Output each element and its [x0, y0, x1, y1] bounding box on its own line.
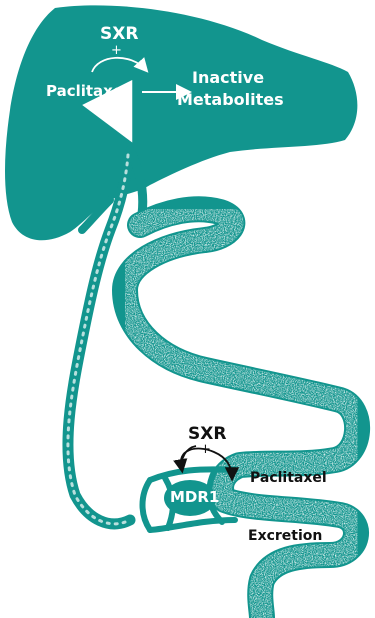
liver-sxr-label: SXR — [100, 26, 138, 43]
mdr1-label: MDR1 — [170, 490, 219, 505]
intestine-paclitaxel-label: Paclitaxel — [250, 471, 327, 485]
intestine — [125, 209, 357, 618]
liver-paclitaxel-label: Paclitaxel — [46, 84, 128, 99]
excretion-label: Excretion — [248, 529, 322, 543]
intestine-plus-sign: + — [200, 443, 211, 456]
intestine-sxr-label: SXR — [188, 426, 226, 443]
metabolites-label: Metabolites — [177, 92, 284, 108]
inactive-label: Inactive — [192, 70, 264, 86]
liver-plus-sign: + — [111, 44, 122, 57]
